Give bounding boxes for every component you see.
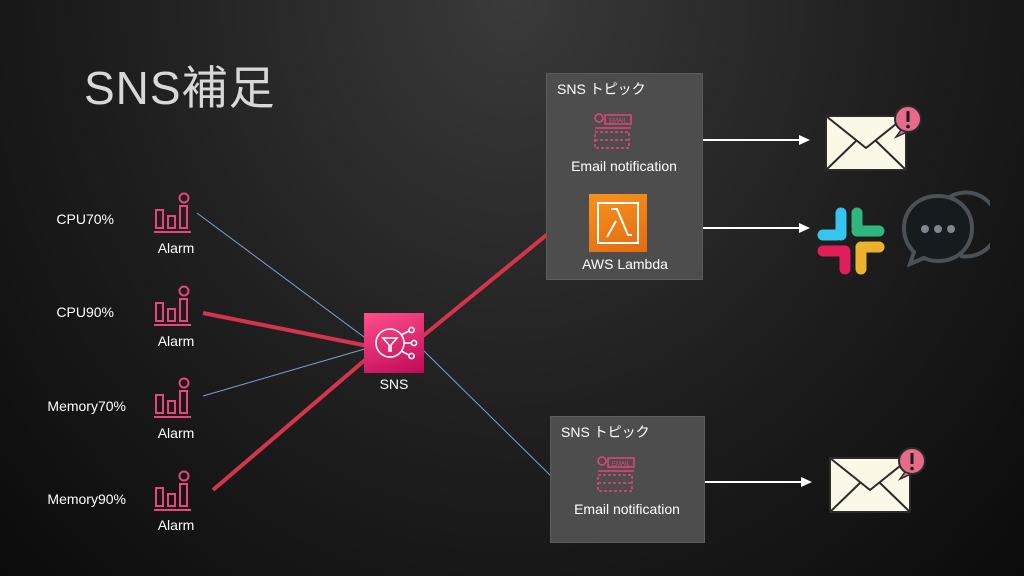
alarm-icon bbox=[154, 470, 191, 511]
lambda-node bbox=[589, 194, 647, 252]
connector-mem90-sns bbox=[211, 352, 374, 492]
alarm-icon bbox=[154, 285, 191, 326]
alarm-label: Alarm bbox=[157, 240, 195, 256]
alarm-icon bbox=[154, 192, 191, 233]
alarm-label: Alarm bbox=[157, 517, 195, 533]
sns-node bbox=[364, 313, 424, 373]
email-icon-text: EMAIL bbox=[612, 462, 631, 468]
connector-mem70-sns bbox=[202, 347, 369, 397]
metric-label-cpu90: CPU90% bbox=[56, 304, 114, 320]
subscriber-label-email: Email notification bbox=[574, 501, 680, 517]
alarm-icon bbox=[154, 377, 191, 418]
sns-topic-icon bbox=[375, 326, 418, 360]
alarm-label: Alarm bbox=[157, 333, 195, 349]
alarm-label: Alarm bbox=[157, 425, 195, 441]
sns-label: SNS bbox=[379, 376, 409, 392]
lambda-icon bbox=[597, 202, 639, 244]
subscriber-label-lambda: AWS Lambda bbox=[582, 256, 668, 272]
topic-title: SNS トピック bbox=[561, 424, 650, 440]
connector-cpu90-sns bbox=[202, 311, 369, 348]
metric-label-cpu70: CPU70% bbox=[56, 211, 114, 227]
email-notification-icon: EMAIL bbox=[597, 456, 635, 492]
connector-sns-topic1 bbox=[421, 226, 557, 338]
subscriber-label-email: Email notification bbox=[571, 158, 677, 174]
envelope-alert-icon bbox=[825, 105, 922, 171]
sns-topic-panel: SNS トピック bbox=[550, 416, 705, 543]
chat-bubble-icon bbox=[901, 190, 990, 268]
email-icon-text: EMAIL bbox=[609, 119, 628, 125]
metric-label-mem70: Memory70% bbox=[47, 398, 126, 414]
connector-sns-topic2 bbox=[422, 349, 554, 479]
slack-logo-icon bbox=[817, 207, 885, 275]
metric-label-mem90: Memory90% bbox=[47, 491, 126, 507]
topic-title: SNS トピック bbox=[557, 81, 646, 97]
email-notification-icon: EMAIL bbox=[594, 113, 632, 149]
page-title: SNS補足 bbox=[84, 62, 276, 114]
envelope-alert-icon bbox=[829, 447, 926, 513]
connector-cpu70-sns bbox=[196, 212, 369, 341]
